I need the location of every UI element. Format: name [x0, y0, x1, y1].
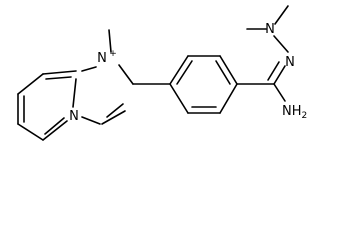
bond-c8-c7 [17, 73, 44, 95]
bond-amidine-nh2 [273, 83, 286, 102]
bond-c3-c2-inner [106, 103, 124, 118]
bond-n1-c2 [118, 64, 134, 85]
atom-label-n1: N [97, 51, 107, 66]
atom-label-n4: N [69, 109, 79, 124]
bond-amidine-c-n-double [267, 61, 280, 81]
atom-labels: N + N N N NH2 [69, 22, 307, 124]
atom-label-n-dimethyl: N [265, 22, 275, 37]
bond-c6-c5 [17, 123, 44, 141]
bonds [17, 5, 289, 141]
bond-amidine-c-n [273, 65, 286, 85]
bond-c8a-c8 [42, 70, 77, 75]
bond-meta-para-top [219, 55, 238, 85]
atom-label-n-amidine: N [285, 55, 295, 70]
bond-para-meta-bottom [219, 83, 238, 114]
bond-nme-methyl-right [274, 5, 289, 25]
atom-label-nh2: NH2 [282, 104, 307, 121]
bond-c8a-c8-inner [45, 76, 72, 80]
bond-n4-c3 [81, 116, 101, 125]
bond-c5-n4 [42, 120, 68, 141]
nh2-subscript: 2 [302, 111, 308, 121]
bond-methyl [108, 29, 112, 53]
structure-diagram: N + N N N NH2 [17, 5, 307, 141]
bond-meta-para-top-inner [215, 60, 231, 85]
charge-plus: + [109, 49, 117, 59]
nh2-main: NH [282, 104, 302, 119]
bond-ortho-ipso-bottom [169, 83, 189, 114]
bond-ipso-ortho-top [169, 55, 189, 85]
bond-c8a-n4 [72, 78, 77, 108]
bond-amidine-nn [273, 35, 289, 53]
bond-n1-c8a [81, 66, 97, 72]
bond-c5-n4-inner [44, 117, 65, 135]
bond-ipso-ortho-top-inner [176, 60, 193, 85]
bond-c3-c2 [101, 110, 126, 125]
